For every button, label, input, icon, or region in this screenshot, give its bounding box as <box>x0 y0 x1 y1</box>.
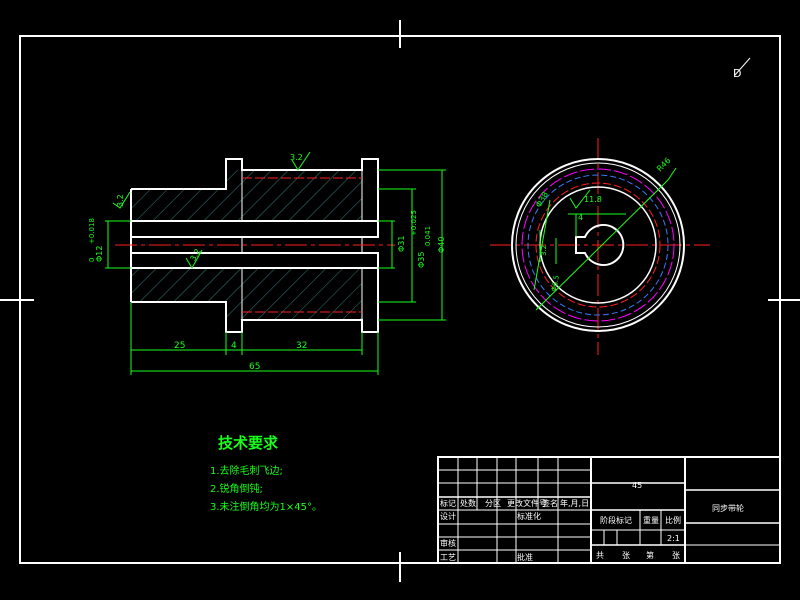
header-docno: 更改文件号 <box>507 498 547 508</box>
sheet-4: 张 <box>672 551 680 560</box>
dim-phi-inner: Φ38 <box>534 190 550 209</box>
keyway-bore <box>575 224 625 266</box>
dim-face-rough: 3.2 <box>540 245 548 256</box>
header-zone: 分区 <box>485 499 501 508</box>
row-std: 标准化 <box>517 511 541 521</box>
scale-value: 2:1 <box>667 534 680 543</box>
dim-phi12-tol2: 0 <box>88 258 96 262</box>
header-sign: 签名 <box>542 498 558 508</box>
sheet-2: 张 <box>622 551 630 560</box>
tech-line-2: 2.锐角倒钝; <box>210 482 263 495</box>
bore-lower <box>130 252 379 269</box>
dim-phi35: Φ35 <box>417 252 426 268</box>
stage-label: 阶段标记 <box>600 515 632 525</box>
material: 45 <box>632 481 642 490</box>
row-design: 设计 <box>440 511 456 521</box>
dim-phi35-tol: +0.025 <box>410 210 418 236</box>
header-count: 处数 <box>460 498 476 508</box>
row-review: 审核 <box>440 538 456 548</box>
sheet-border <box>0 20 800 582</box>
dim-phi35-tol2: 0.041 <box>424 226 432 246</box>
weight-label: 重量 <box>643 515 659 525</box>
hatch-lower <box>131 268 362 320</box>
side-dimensions <box>105 151 446 375</box>
dim-keyd: 4 <box>578 213 583 222</box>
sheet-3: 第 <box>646 550 654 560</box>
dim-32: 32 <box>296 341 307 351</box>
header-mark: 标记 <box>440 498 456 508</box>
row-approve: 批准 <box>517 552 533 562</box>
dim-keyw: 11.8 <box>584 195 602 204</box>
side-dimension-text: 25 4 32 65 3.2 3.2 3.2 Φ12 +0.018 0 Φ31 … <box>88 153 446 372</box>
dim-phi12-tol: +0.018 <box>88 218 96 244</box>
tech-line-1: 1.去除毛刺飞边; <box>210 464 283 477</box>
technical-requirements: 技术要求 1.去除毛刺飞边; 2.锐角倒钝; 3.未注倒角均为1×45°。 <box>210 434 322 513</box>
title-block <box>437 456 781 564</box>
side-section-view <box>115 158 395 333</box>
dim-phi31: Φ31 <box>397 236 406 252</box>
row-process: 工艺 <box>440 553 456 562</box>
dim-65: 65 <box>249 362 260 372</box>
dim-25: 25 <box>174 341 185 351</box>
bore-upper <box>130 220 379 238</box>
front-view <box>490 138 710 355</box>
title-block-text: 45 同步带轮 阶段标记 重量 比例 2:1 标记 处数 分区 更改文件号 签名… <box>440 481 744 562</box>
front-dimensions <box>533 167 677 311</box>
scale-label: 比例 <box>665 515 681 525</box>
tech-title: 技术要求 <box>218 434 279 452</box>
part-name: 同步带轮 <box>712 503 744 513</box>
dim-phi12: Φ12 <box>95 246 104 262</box>
roughness-symbol: D <box>733 57 751 80</box>
svg-text:D: D <box>733 67 741 80</box>
sheet-1: 共 <box>596 551 604 560</box>
rough-top: 3.2 <box>290 153 303 162</box>
rough-left: 3.2 <box>116 194 125 207</box>
dim-4: 4 <box>231 341 237 351</box>
dim-r46: R46 <box>655 156 673 174</box>
dim-circle: Φ6.5 <box>550 275 561 293</box>
dim-phi40: Φ40 <box>437 237 446 253</box>
hatch-upper <box>131 170 362 221</box>
header-date: 年,月,日 <box>560 498 589 508</box>
tech-line-3: 3.未注倒角均为1×45°。 <box>210 500 322 513</box>
